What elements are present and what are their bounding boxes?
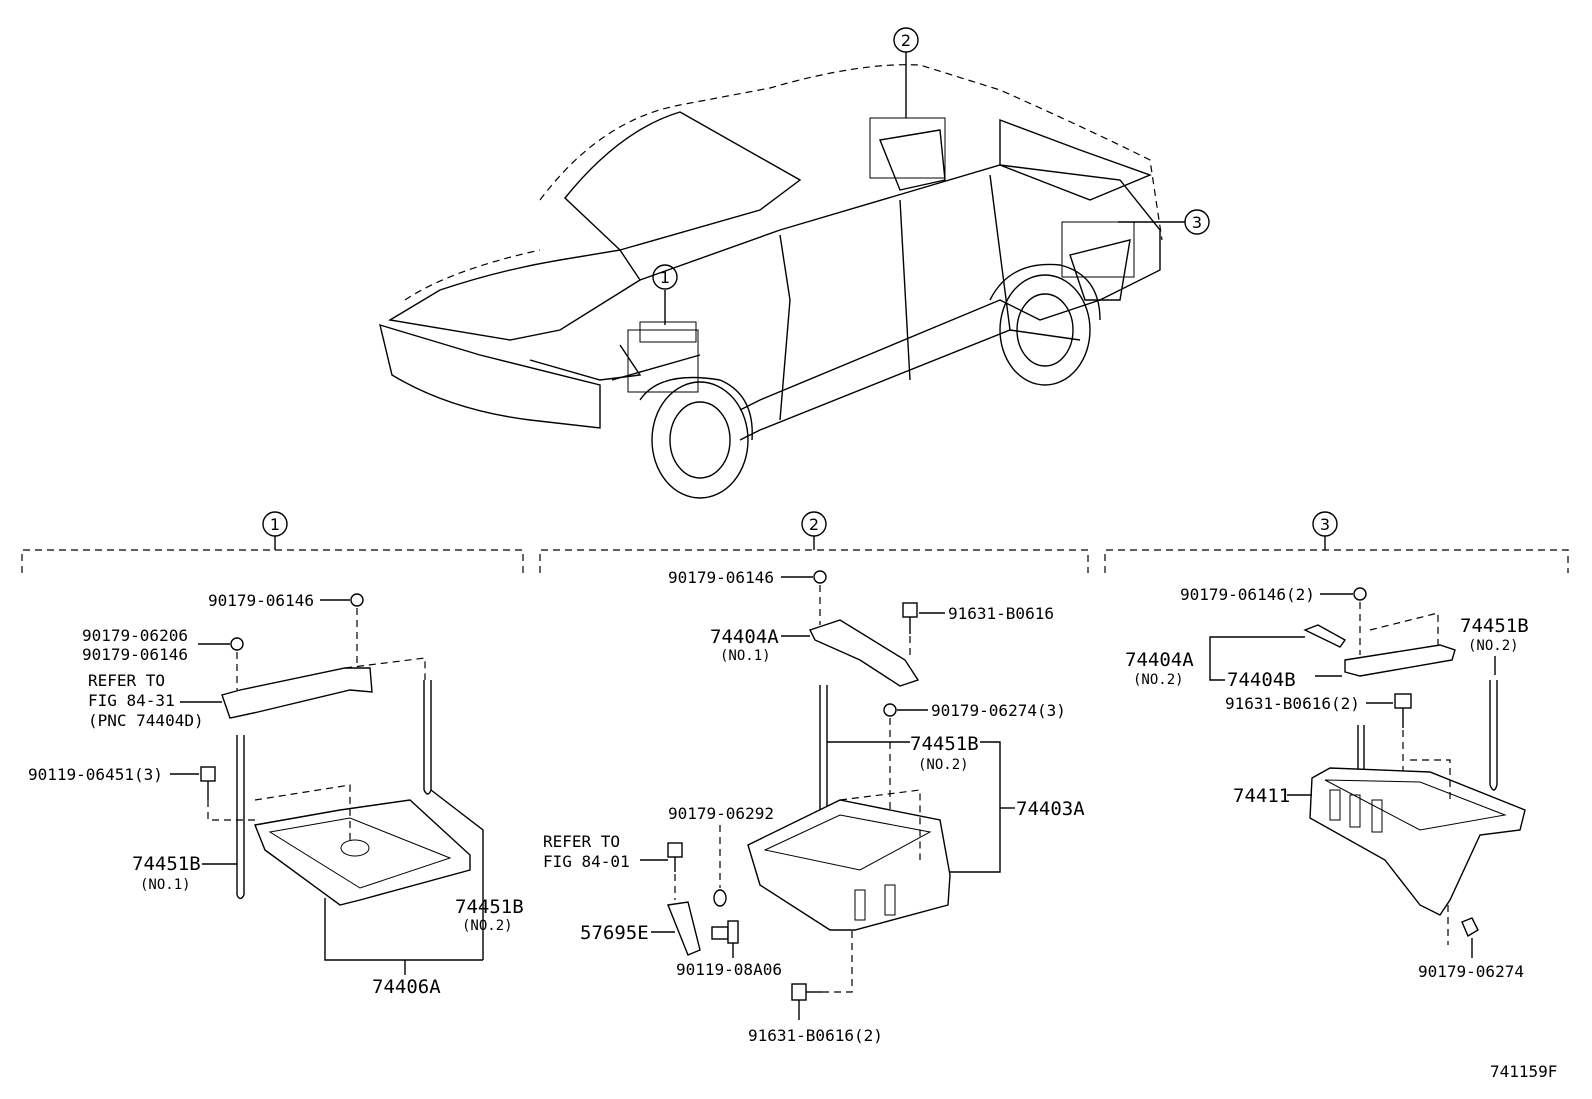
s1-nut-top-label: 90179-06146: [208, 591, 314, 610]
bolt-icon: [711, 926, 729, 940]
car-illustration: 1 2 3: [379, 27, 1210, 499]
s2-clamp: [809, 619, 920, 687]
nut-icon: [1461, 917, 1479, 938]
section-2: 90179-06146 74404A (NO.1) 91631-B0616 90…: [543, 568, 1085, 1045]
s1-rod-right-note: (NO.2): [462, 918, 513, 934]
s3-clamp-a-note: (NO.2): [1133, 672, 1184, 688]
callout-circle-car-2: [893, 27, 919, 53]
s1-nut-b-label: 90179-06146: [82, 645, 188, 664]
s3-rod-label: 74451B: [1460, 615, 1529, 637]
s2-bracket: [667, 901, 701, 956]
s2-bracket-label: 57695E: [580, 922, 649, 944]
battery-location-2: [869, 117, 946, 191]
section2-callout: 2: [809, 515, 819, 534]
bolt-icon: [1394, 693, 1412, 709]
s2-nut-top-label: 90179-06146: [668, 568, 774, 587]
bolt-icon: [667, 842, 683, 858]
section-3: 90179-06146(2) 74404A (NO.2) 74404B 7445…: [1125, 585, 1529, 981]
s3-nut-top-label: 90179-06146(2): [1180, 585, 1315, 604]
battery-location-3: [1061, 221, 1135, 301]
s1-clamp: [221, 667, 373, 719]
s1-refer-line2: FIG 84-31: [88, 691, 175, 710]
s1-refer-line3: (PNC 74404D): [88, 711, 204, 730]
bolt-icon: [200, 766, 216, 782]
s3-tray-label: 74411: [1233, 785, 1290, 807]
s2-clamp-label: 74404A: [710, 626, 779, 648]
s1-bolt-label: 90119-06451(3): [28, 765, 163, 784]
s3-clamp-b: [1344, 644, 1456, 677]
nut-icon: [350, 593, 364, 607]
diagram-id: 741159F: [1490, 1062, 1557, 1081]
nut-icon: [883, 703, 897, 717]
s2-tray: [747, 799, 951, 931]
s1-tray-label: 74406A: [372, 976, 441, 998]
s3-clamp-a-label: 74404A: [1125, 649, 1194, 671]
s3-bolt-label: 91631-B0616(2): [1225, 694, 1360, 713]
s3-clamp-b-label: 74404B: [1227, 669, 1296, 691]
bolt-icon: [791, 983, 807, 1001]
s2-clamp-note: (NO.1): [720, 648, 771, 664]
callout-car-2: 2: [901, 31, 911, 50]
s2-rod-label: 74451B: [910, 733, 979, 755]
s1-nut-a-label: 90179-06206: [82, 626, 188, 645]
s2-tray-label: 74403A: [1016, 798, 1085, 820]
s2-bolt-top-label: 91631-B0616: [948, 604, 1054, 623]
section1-callout: 1: [270, 515, 280, 534]
s1-refer-line1: REFER TO: [88, 671, 165, 690]
nut-icon: [813, 570, 827, 584]
bolt-icon: [902, 602, 918, 618]
callout-car-1: 1: [660, 268, 670, 287]
s2-refer-line2: FIG 84-01: [543, 852, 630, 871]
s1-tray: [254, 799, 471, 906]
s2-bolt-small-label: 90119-08A06: [676, 960, 782, 979]
s3-nut-bottom-label: 90179-06274: [1418, 962, 1524, 981]
section3-callout: 3: [1320, 515, 1330, 534]
nut-icon: [1353, 587, 1367, 601]
nut-icon: [713, 889, 727, 907]
callout-circle-car-1: [652, 264, 678, 290]
s3-tray: [1309, 767, 1526, 916]
section-brackets: 1 2 3: [21, 511, 1569, 573]
s2-bolt-bottom-label: 91631-B0616(2): [748, 1026, 883, 1045]
battery-location-1: [611, 321, 701, 393]
s2-nut-mid-label: 90179-06292: [668, 804, 774, 823]
s2-rod-note: (NO.2): [918, 757, 969, 773]
nut-icon: [230, 637, 244, 651]
s3-rod-note: (NO.2): [1468, 638, 1519, 654]
callout-circle-car-3: [1184, 209, 1210, 235]
s1-rod-left-note: (NO.1): [140, 877, 191, 893]
s2-refer-line1: REFER TO: [543, 832, 620, 851]
s2-nut-3-label: 90179-06274(3): [931, 701, 1066, 720]
s1-rod-right-label: 74451B: [455, 896, 524, 918]
section-1: 90179-06146 90179-06206 90179-06146 REFE…: [28, 591, 524, 998]
s3-clamp-a: [1303, 624, 1347, 648]
s1-rod-left-label: 74451B: [132, 853, 201, 875]
callout-car-3: 3: [1192, 213, 1202, 232]
